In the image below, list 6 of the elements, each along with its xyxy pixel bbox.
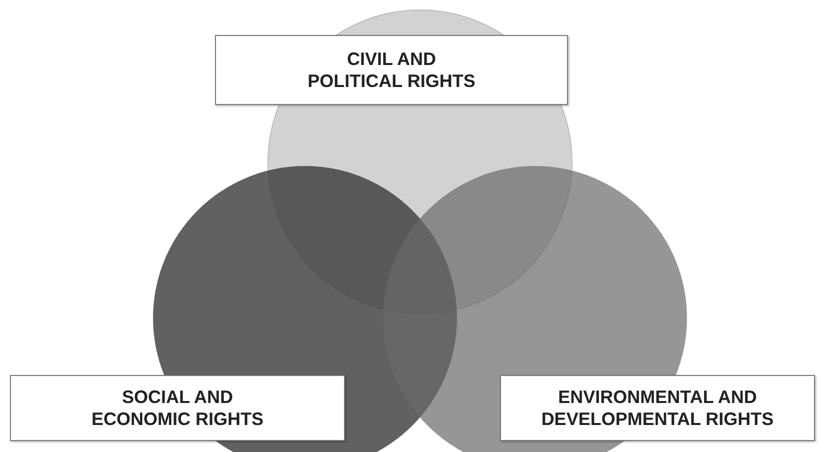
label-box xyxy=(500,375,815,441)
label-text: ENVIRONMENTAL AND DEVELOPMENTAL RIGHTS xyxy=(540,386,775,430)
label-text: SOCIAL AND ECONOMIC RIGHTS xyxy=(90,386,264,430)
label-text: CIVIL AND POLITICAL RIGHTS xyxy=(306,48,476,92)
label-box xyxy=(215,35,568,105)
label-box xyxy=(10,375,345,441)
